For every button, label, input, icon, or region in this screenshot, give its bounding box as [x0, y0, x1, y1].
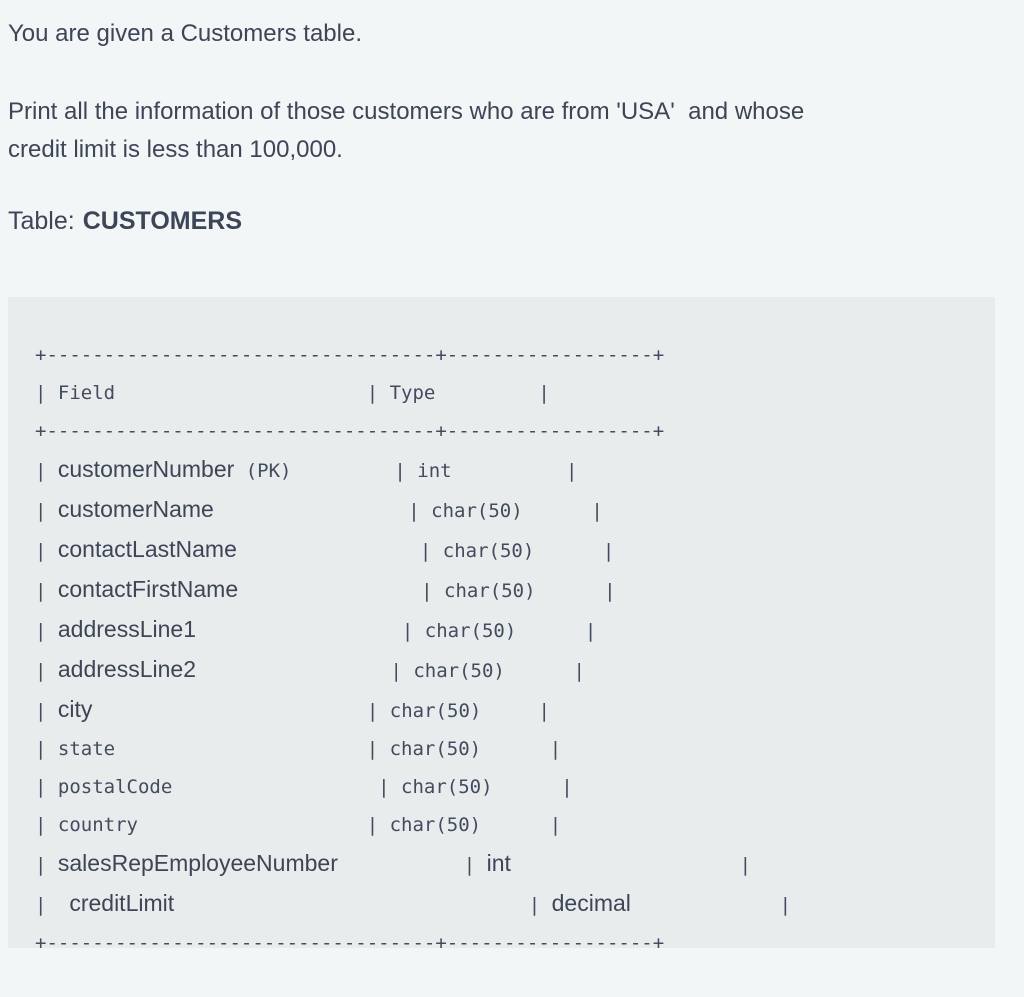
field-name-text: creditLimit: [69, 890, 175, 916]
mono-text: | Field | Type |: [35, 382, 550, 404]
field-name-text: city: [57, 696, 93, 722]
task-description-line-1: Print all the information of those custo…: [8, 98, 805, 125]
code-line: | postalCode | char(50) |: [35, 768, 995, 806]
mono-text: |: [174, 894, 552, 916]
field-name-text: decimal: [551, 890, 631, 916]
mono-text: | postalCode | char(50) |: [35, 776, 573, 798]
code-line: | city | char(50) |: [35, 690, 995, 730]
mono-text: |: [35, 854, 58, 876]
code-line: | salesRepEmployeeNumber | int |: [35, 844, 995, 884]
code-line: | addressLine1 | char(50) |: [35, 610, 995, 650]
code-line: | contactFirstName | char(50) |: [35, 570, 995, 610]
field-name-text: customerNumber: [57, 456, 235, 482]
mono-text: | char(50) |: [238, 580, 616, 602]
code-line: +----------------------------------+----…: [35, 924, 995, 962]
problem-page: You are given a Customers table. Print a…: [0, 18, 1024, 954]
mono-text: | char(50) |: [196, 620, 597, 642]
mono-text: (PK) | int |: [234, 460, 578, 482]
field-name-text: int: [486, 850, 511, 876]
mono-text: |: [35, 700, 58, 722]
code-line: +----------------------------------+----…: [35, 336, 995, 374]
code-line: | addressLine2 | char(50) |: [35, 650, 995, 690]
code-line: | customerName | char(50) |: [35, 490, 995, 530]
mono-text: |: [35, 460, 58, 482]
task-description: Print all the information of those custo…: [8, 93, 1024, 169]
field-name-text: addressLine2: [57, 656, 196, 682]
task-description-line-2: credit limit is less than 100,000.: [8, 136, 343, 163]
table-caption: Table:CUSTOMERS: [8, 205, 1024, 237]
mono-text: +----------------------------------+----…: [35, 932, 665, 954]
code-line: | creditLimit | decimal |: [35, 884, 995, 924]
code-line: | state | char(50) |: [35, 730, 995, 768]
code-line: | country | char(50) |: [35, 806, 995, 844]
code-line: | customerNumber (PK) | int |: [35, 450, 995, 490]
schema-panel: +----------------------------------+----…: [8, 297, 995, 954]
mono-text: |: [35, 620, 58, 642]
field-name-text: contactLastName: [57, 536, 237, 562]
mono-text: | char(50) |: [92, 700, 550, 722]
table-name: CUSTOMERS: [82, 207, 242, 235]
mono-text: +----------------------------------+----…: [35, 420, 665, 442]
table-label: Table:: [8, 207, 75, 235]
code-line: | Field | Type |: [35, 374, 995, 412]
field-name-text: salesRepEmployeeNumber: [57, 850, 338, 876]
field-name-text: contactFirstName: [57, 576, 239, 602]
mono-text: +----------------------------------+----…: [35, 344, 665, 366]
mono-text: | country | char(50) |: [35, 814, 562, 836]
code-line: | contactLastName | char(50) |: [35, 530, 995, 570]
mono-text: |: [630, 894, 792, 916]
mono-text: | char(50) |: [236, 540, 615, 562]
problem-statement: You are given a Customers table. Print a…: [0, 18, 1024, 237]
mono-text: |: [35, 540, 58, 562]
mono-text: | char(50) |: [213, 500, 603, 522]
code-line: +----------------------------------+----…: [35, 412, 995, 450]
mono-text: | char(50) |: [196, 660, 585, 682]
schema-ascii-table: +----------------------------------+----…: [35, 336, 995, 962]
field-name-text: addressLine1: [57, 616, 196, 642]
mono-text: |: [35, 660, 58, 682]
mono-text: | state | char(50) |: [35, 738, 562, 760]
mono-text: |: [35, 580, 58, 602]
mono-text: |: [35, 500, 58, 522]
field-name-text: customerName: [57, 496, 214, 522]
mono-text: |: [337, 854, 487, 876]
mono-text: |: [510, 854, 752, 876]
mono-text: |: [35, 894, 70, 916]
intro-text: You are given a Customers table.: [8, 20, 362, 47]
